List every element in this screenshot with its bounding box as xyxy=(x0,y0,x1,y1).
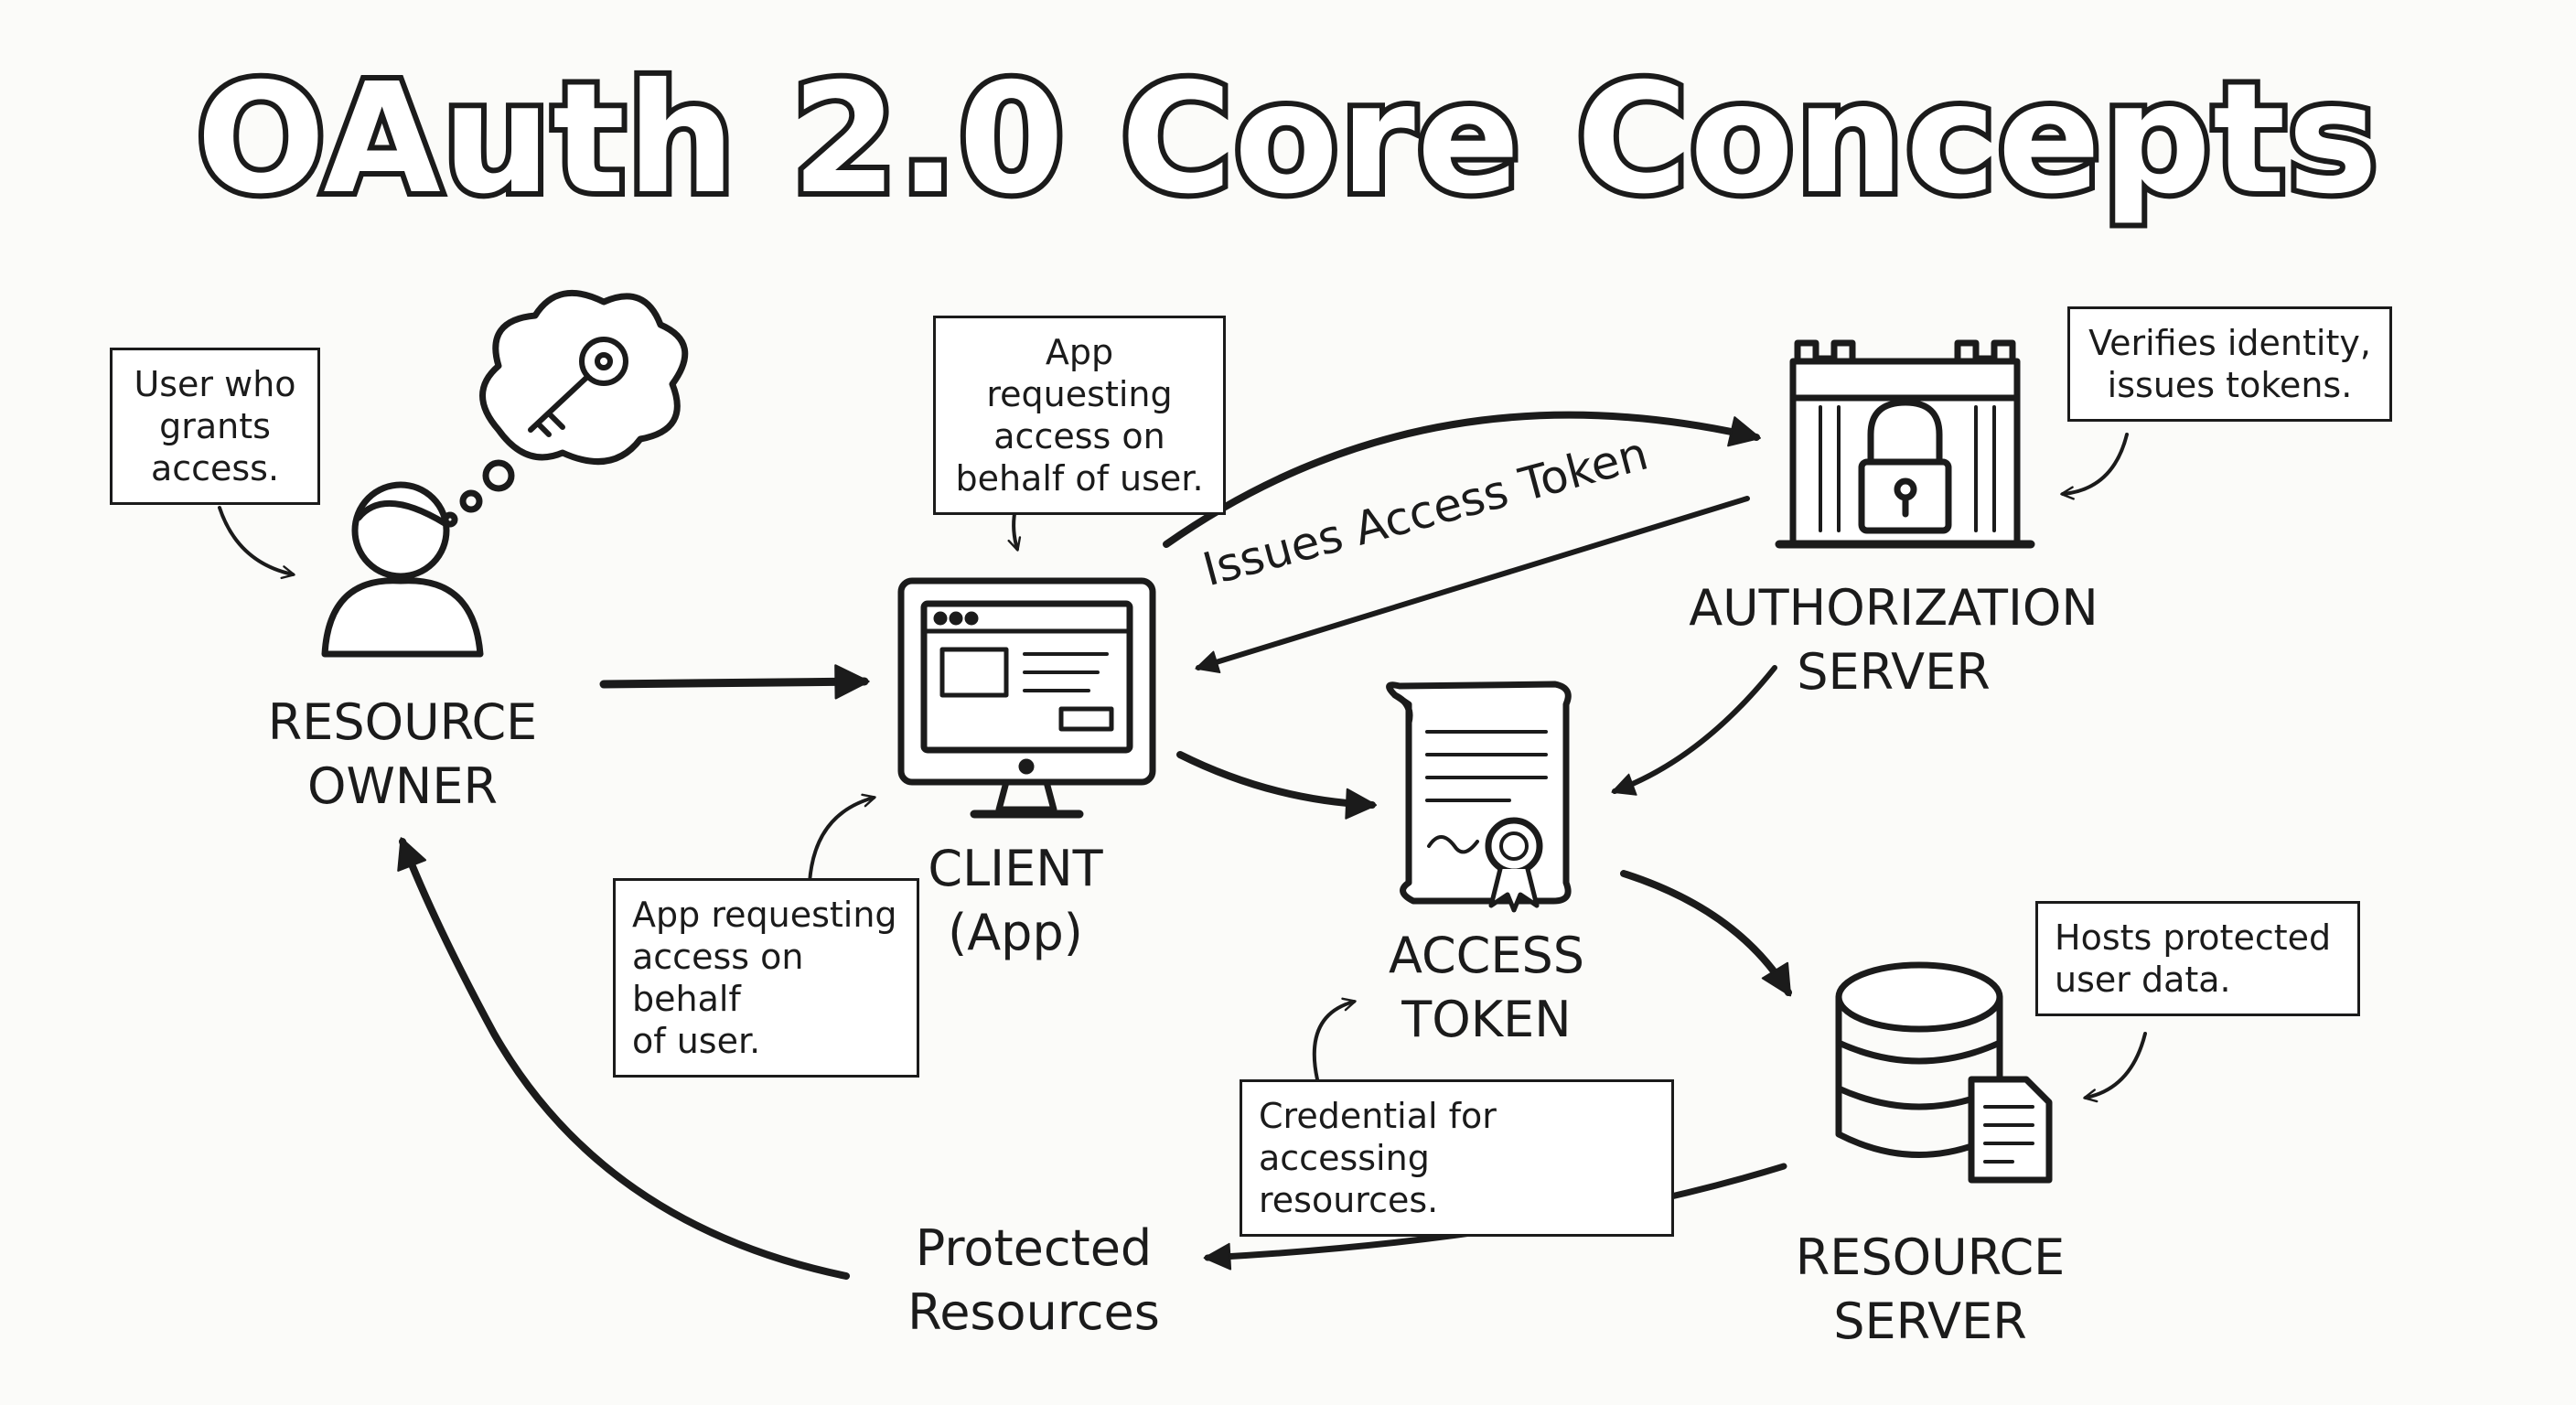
castle-lock-icon xyxy=(1775,339,2035,549)
resource-server-label: RESOURCE SERVER xyxy=(1795,1228,2066,1350)
resource-owner-label: RESOURCE OWNER xyxy=(267,693,538,815)
auth-server-note: Verifies identity, issues tokens. xyxy=(2067,306,2392,422)
monitor-icon xyxy=(897,577,1156,819)
auth-note-pointer xyxy=(2060,433,2129,500)
owner-note-pointer xyxy=(218,506,295,580)
access-token-label: ACCESS TOKEN xyxy=(1388,927,1585,1048)
owner-note: User who grants access. xyxy=(110,348,320,505)
client-top-note: App requesting access on behalf of user. xyxy=(933,316,1226,515)
protected-resources-label: Protected Resources xyxy=(907,1219,1160,1341)
client-bottom-note: App requesting access on behalf of user. xyxy=(613,878,919,1078)
owner-to-client-arrow xyxy=(599,664,870,700)
person-icon xyxy=(321,481,484,658)
resources-to-owner-arrow xyxy=(397,837,850,1280)
client-to-token-arrow xyxy=(1176,751,1377,820)
authorization-server-label: AUTHORIZATION SERVER xyxy=(1689,579,2098,701)
scroll-certificate-icon xyxy=(1386,681,1572,913)
token-note: Credential for accessing resources. xyxy=(1240,1079,1674,1237)
client-to-auth-arrow xyxy=(1163,411,1761,548)
client-bottom-note-pointer xyxy=(808,793,876,885)
key-icon xyxy=(528,337,628,437)
client-label: CLIENT (App) xyxy=(928,840,1103,961)
resource-server-note: Hosts protected user data. xyxy=(2035,901,2360,1016)
diagram-title: OAuth 2.0 Core Concepts xyxy=(191,51,2384,228)
thought-bubble-icon xyxy=(442,289,689,528)
resource-server-note-pointer xyxy=(2083,1032,2147,1103)
token-to-resource-server-arrow xyxy=(1620,870,1792,997)
document-icon xyxy=(1968,1076,2053,1184)
auth-to-token-arrow xyxy=(1611,665,1777,796)
token-note-pointer xyxy=(1312,997,1357,1081)
auth-to-client-arrow xyxy=(1195,496,1750,674)
database-icon xyxy=(1835,961,2003,1158)
